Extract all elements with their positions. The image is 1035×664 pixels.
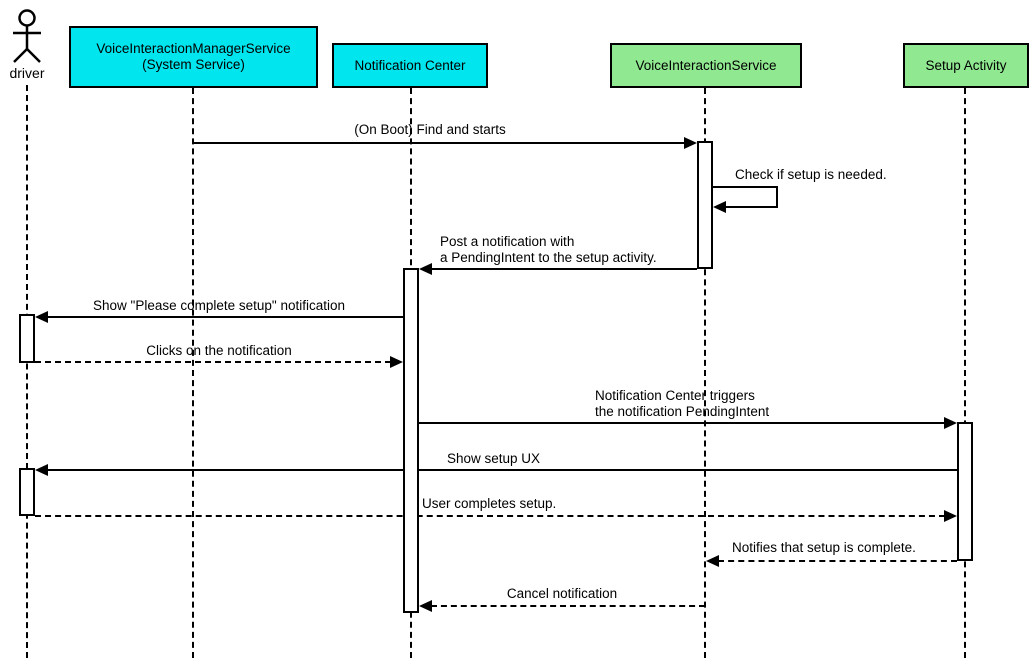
message-8-line xyxy=(35,515,945,517)
message-4-arrowhead-icon xyxy=(35,311,48,323)
message-2-label: Check if setup is needed. xyxy=(735,167,887,182)
message-4-line xyxy=(47,316,403,318)
activation-driver-2 xyxy=(19,468,35,516)
message-10-arrowhead-icon xyxy=(419,600,432,612)
lifeline-voiceinteractionservice xyxy=(704,88,706,658)
message-9-line xyxy=(718,560,957,562)
message-10-label: Cancel notification xyxy=(506,586,618,601)
message-2-line-top xyxy=(713,186,778,188)
message-2-line-bottom xyxy=(725,206,778,208)
message-3-label-line2: a PendingIntent to the setup activity. xyxy=(440,250,657,265)
message-7-arrowhead-icon xyxy=(35,464,48,476)
message-5-line xyxy=(35,361,391,363)
participant-box-voiceinteractionmanagerservice: VoiceInteractionManagerService (System S… xyxy=(69,26,318,88)
message-1-arrowhead-icon xyxy=(684,137,697,149)
message-8-arrowhead-icon xyxy=(944,510,957,522)
message-2-line-right xyxy=(776,186,778,208)
message-1-label: (On Boot) Find and starts xyxy=(354,122,506,137)
message-7-line xyxy=(47,469,957,471)
lifeline-driver xyxy=(26,85,28,658)
participant-label: VoiceInteractionManagerService xyxy=(96,41,291,56)
message-9-label: Notifies that setup is complete. xyxy=(732,540,916,555)
activation-voiceinteractionservice xyxy=(697,141,713,269)
message-4-label: Show "Please complete setup" notificatio… xyxy=(93,298,345,313)
message-6-label-line1: Notification Center triggers xyxy=(595,388,755,403)
message-3-line xyxy=(431,268,697,270)
message-6-label-line2: the notification PendingIntent xyxy=(595,404,770,419)
participant-box-setup-activity: Setup Activity xyxy=(903,43,1029,88)
message-5-arrowhead-icon xyxy=(390,356,403,368)
actor-driver-label: driver xyxy=(9,65,45,81)
message-3-arrowhead-icon xyxy=(419,263,432,275)
message-2-arrowhead-icon xyxy=(713,201,726,213)
message-3-label-line1: Post a notification with xyxy=(440,234,575,249)
activation-notification-center xyxy=(403,268,419,613)
message-9-arrowhead-icon xyxy=(706,555,719,567)
message-8-label: User completes setup. xyxy=(422,496,557,511)
message-5-label: Clicks on the notification xyxy=(146,343,292,358)
actor-stick-figure-icon xyxy=(13,9,41,63)
participant-label: Notification Center xyxy=(354,57,466,73)
lifeline-setup-activity xyxy=(964,88,966,658)
message-10-line xyxy=(431,605,705,607)
activation-driver-1 xyxy=(19,314,35,363)
participant-box-notification-center: Notification Center xyxy=(332,43,488,88)
message-7-label: Show setup UX xyxy=(447,451,541,466)
participant-sublabel: (System Service) xyxy=(142,57,245,72)
message-6-line xyxy=(419,422,945,424)
message-6-label: Notification Center triggers the notific… xyxy=(595,388,769,420)
lifeline-voiceinteractionmanagerservice xyxy=(192,88,194,658)
message-3-label: Post a notification with a PendingIntent… xyxy=(440,234,657,266)
message-6-arrowhead-icon xyxy=(944,417,957,429)
participant-box-voiceinteractionservice: VoiceInteractionService xyxy=(610,43,802,88)
participant-label: Setup Activity xyxy=(925,57,1007,73)
participant-label: VoiceInteractionService xyxy=(635,57,777,73)
message-1-line xyxy=(193,142,686,144)
activation-setup-activity xyxy=(957,422,973,561)
